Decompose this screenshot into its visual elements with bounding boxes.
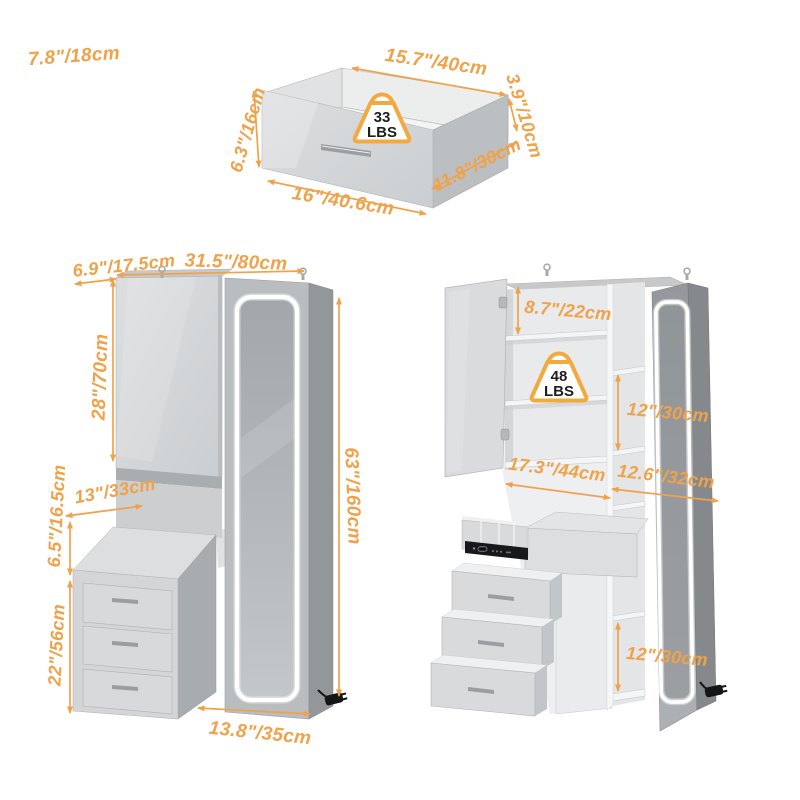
- weight-icon-body: [529, 360, 589, 403]
- chest-drawer-3-handle: [112, 685, 138, 691]
- open-drawer-1: [451, 562, 563, 625]
- dimension-lines: [65, 66, 719, 717]
- drawer-front-sheen: [262, 90, 318, 168]
- open-door: [444, 278, 508, 478]
- drawer-handle: [488, 594, 514, 601]
- cabinet-right-side-panel: [308, 282, 334, 720]
- weight-unit: LBS: [367, 124, 397, 141]
- drawer-handle: [468, 687, 494, 694]
- drawer-handle: [478, 640, 504, 647]
- wall-hook-icon: [543, 263, 551, 276]
- niche-back-wall: [116, 480, 222, 538]
- weight-capacity-badge: 48 LBS: [529, 351, 589, 403]
- weight-value: 48: [551, 368, 568, 385]
- drawer-handle-highlight: [321, 145, 371, 154]
- niche-shadow: [116, 468, 222, 489]
- weight-capacity-badge: 33 LBS: [352, 92, 412, 144]
- open-door-sheen: [447, 289, 470, 473]
- shelf-shadow: [505, 335, 608, 345]
- door-hinge-icon: [500, 428, 510, 441]
- weight-unit: LBS: [544, 383, 574, 400]
- weight-icon-body: [352, 101, 412, 144]
- dim-label-top-width: 31.5"/80cm: [184, 250, 288, 275]
- led-strip-frame: [235, 295, 299, 702]
- weight-value: 33: [374, 109, 391, 126]
- mirror-glass: [239, 300, 295, 698]
- led-control-panel: [465, 541, 528, 560]
- wall-hook-icon: [683, 267, 691, 280]
- chest-drawer-2: [82, 625, 173, 673]
- door-hinge-icon: [498, 296, 508, 309]
- dim-label-upper-cabinet-height: 28"/70cm: [88, 333, 113, 421]
- mirror-sheen: [241, 398, 295, 478]
- door-sheen: [116, 277, 196, 462]
- open-drawer-2: [441, 608, 555, 670]
- desk-front-face: [524, 527, 638, 578]
- chest-drawer-3: [82, 668, 173, 715]
- chest-drawer-1: [82, 582, 173, 631]
- dim-label-chest-height: 22"/56cm: [44, 603, 69, 687]
- desk-sliver: [216, 529, 226, 568]
- chest-drawer-1-handle: [112, 598, 138, 604]
- dim-label-overall-height: 63"/160cm: [340, 446, 365, 545]
- open-drawer-3: [430, 654, 548, 717]
- open-cabinet-illustration: 48 LBS: [430, 263, 728, 732]
- power-plug-icon: [699, 681, 728, 698]
- wall-hook-icon: [299, 267, 307, 280]
- door-edge-shadow: [218, 276, 222, 477]
- chest-drawer-2-handle: [112, 641, 138, 647]
